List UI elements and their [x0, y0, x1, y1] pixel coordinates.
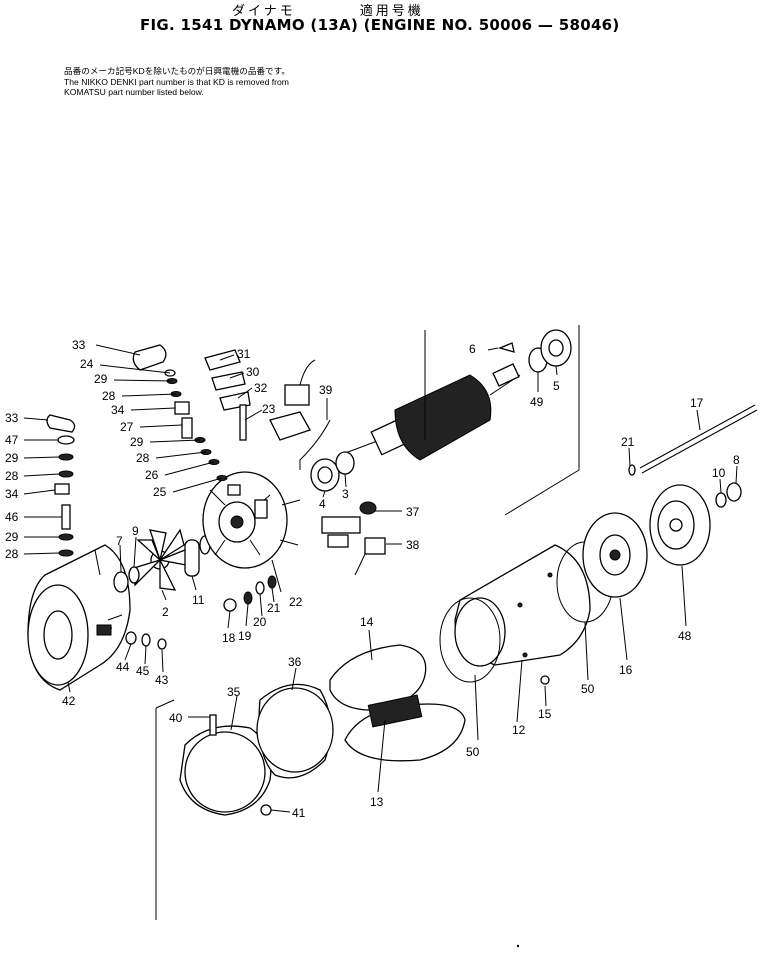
washer-9-shape [128, 566, 140, 584]
callout-41: 41 [292, 806, 306, 820]
key-6-shape [498, 342, 515, 353]
terminal-stack-left [46, 414, 76, 557]
callout-44: 44 [116, 660, 130, 674]
front-end-frame-shape [202, 471, 301, 569]
callout-25: 25 [153, 485, 167, 499]
callout-30: 30 [246, 365, 260, 379]
callout-23: 23 [262, 402, 276, 416]
hardware-18-21-shape [223, 575, 277, 612]
callout-24: 24 [80, 357, 94, 371]
part-number-note: 品番のメーカ記号KDを除いたものが日興電機の品番です。 The NIKKO DE… [64, 66, 290, 98]
callout-9: 9 [132, 524, 139, 538]
callout-31: 31 [237, 347, 251, 361]
callout-14: 14 [360, 615, 374, 629]
callout-6: 6 [469, 342, 476, 356]
callout-4: 4 [319, 497, 326, 511]
callout-15: 15 [538, 707, 552, 721]
brush-holder-shape [269, 359, 331, 470]
callout-42: 42 [62, 694, 76, 708]
fan-cover-shape [27, 544, 131, 691]
callout-34-upper: 34 [111, 403, 125, 417]
yoke-shape [454, 544, 591, 685]
brush-parts-shape [321, 501, 386, 576]
callout-38: 38 [406, 538, 420, 552]
callout-40: 40 [169, 711, 183, 725]
callout-22: 22 [289, 595, 303, 609]
callout-49: 49 [530, 395, 544, 409]
callout-21-right: 21 [621, 435, 635, 449]
callout-35: 35 [227, 685, 241, 699]
callout-50-left: 50 [466, 745, 480, 759]
callout-29-left: 29 [5, 451, 19, 465]
callout-18: 18 [222, 631, 236, 645]
callout-8: 8 [733, 453, 740, 467]
callout-32: 32 [254, 381, 268, 395]
bearing-4-bore [317, 466, 333, 484]
callout-36: 36 [288, 655, 302, 669]
callout-21-left: 21 [267, 601, 281, 615]
japanese-title: ダイナモ 適用号機 [232, 4, 424, 19]
nut-8-shape [726, 482, 742, 502]
leader-lines [23, 325, 738, 920]
cover-band-shape [179, 683, 334, 816]
callout-labels: 33 24 29 28 34 27 29 28 26 25 31 30 32 2… [5, 338, 740, 820]
callout-28-lower: 28 [5, 547, 19, 561]
o-ring-left-shape [439, 597, 501, 683]
callout-28-left: 28 [5, 469, 19, 483]
spacer-11-shape [184, 539, 200, 577]
callout-28-upper: 28 [102, 389, 116, 403]
through-bolt-edge [641, 409, 758, 474]
bearing-5-bore [548, 339, 564, 357]
callout-27: 27 [120, 420, 134, 434]
callout-11: 11 [192, 593, 205, 607]
callout-29-lower: 29 [5, 530, 19, 544]
callout-34-left: 34 [5, 487, 19, 501]
figure-title: FIG. 1541 DYNAMO (13A) (ENGINE NO. 50006… [140, 16, 620, 34]
callout-50-right: 50 [581, 682, 595, 696]
note-line-english-1: The NIKKO DENKI part number is that KD i… [64, 76, 289, 87]
armature-shape [339, 330, 521, 461]
callout-5: 5 [553, 379, 560, 393]
callout-33-left: 33 [5, 411, 19, 425]
callout-28-mid: 28 [136, 451, 150, 465]
callout-19: 19 [238, 629, 252, 643]
callout-48: 48 [678, 629, 692, 643]
callout-17: 17 [690, 396, 704, 410]
callout-20: 20 [253, 615, 267, 629]
rear-cover-shape [649, 484, 711, 566]
rear-end-frame-shape [582, 512, 648, 598]
ink-dot [516, 944, 520, 948]
callout-47: 47 [5, 433, 19, 447]
callout-3: 3 [342, 487, 349, 501]
callout-29-mid: 29 [130, 435, 144, 449]
callout-2: 2 [162, 605, 169, 619]
callout-12: 12 [512, 723, 526, 737]
callout-13: 13 [370, 795, 384, 809]
callout-46: 46 [5, 510, 19, 524]
callout-39: 39 [319, 383, 333, 397]
washer-10-shape [715, 492, 727, 508]
washer-3-shape [335, 451, 355, 475]
hardware-43-45-shape [125, 631, 167, 650]
fan-shape [133, 528, 191, 591]
callout-37: 37 [406, 505, 420, 519]
brackets-shape [204, 349, 251, 441]
callout-43: 43 [155, 673, 169, 687]
washer-21-shape [628, 464, 636, 476]
callout-16: 16 [619, 663, 633, 677]
note-line-japanese: 品番のメーカ記号KDを除いたものが日興電機の品番です。 [64, 66, 290, 76]
note-line-english-2: KOMATSU part number listed below. [64, 87, 204, 97]
through-bolt-shape [639, 404, 756, 469]
callout-29-upper: 29 [94, 372, 108, 386]
callout-10: 10 [712, 466, 726, 480]
field-coil-shape [329, 644, 466, 762]
drawing-shapes [27, 329, 758, 948]
nut-7-shape [113, 571, 129, 593]
callout-45: 45 [136, 664, 150, 678]
callout-7: 7 [116, 534, 123, 548]
callout-33-upper: 33 [72, 338, 86, 352]
callout-26: 26 [145, 468, 159, 482]
